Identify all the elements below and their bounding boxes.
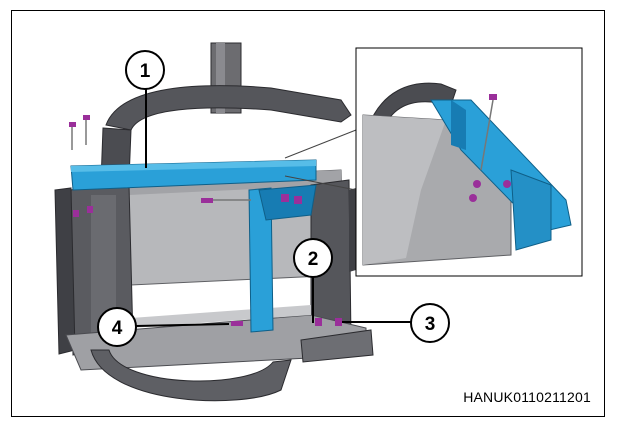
callout-3: 3: [342, 303, 450, 343]
inset-bracket-edge: [451, 100, 466, 150]
crossbar-top-face: [71, 160, 316, 172]
detail-inset: [355, 47, 583, 277]
bolts: [69, 115, 342, 326]
front-support-highlighted: [248, 187, 274, 333]
bolt-icon: [281, 194, 289, 202]
rear-arch: [105, 85, 352, 131]
illustration-code: HANUK0110211201: [463, 389, 591, 405]
outer-border: [11, 10, 605, 417]
bolt-icon: [335, 318, 342, 326]
bolt-icon: [69, 122, 76, 150]
zoom-line-top: [284, 129, 357, 159]
callout-label: 1: [140, 61, 151, 82]
zoom-line-bottom: [284, 175, 357, 191]
left-side-flange: [54, 187, 76, 355]
diagram-frame: 1 2 3 4 HANUK0110211201: [11, 10, 605, 417]
callout-4: 4: [97, 307, 230, 347]
inset-bracket-lower: [510, 169, 552, 251]
callout-circle: [125, 50, 165, 90]
leader-line: [135, 323, 230, 327]
bottom-bracket: [300, 329, 374, 363]
bolt-icon: [473, 180, 481, 188]
bolt-icon: [294, 196, 302, 204]
bottom-ring: [90, 349, 292, 402]
callout-2: 2: [293, 238, 333, 323]
callout-label: 3: [425, 314, 436, 335]
bolt-icon: [480, 94, 497, 171]
callout-1: 1: [125, 50, 165, 168]
post-shine: [216, 43, 225, 113]
callout-label: 4: [112, 318, 123, 339]
bolt-icon: [231, 321, 243, 326]
bolt-icon: [503, 180, 511, 188]
assembly-illustration: 1 2 3 4: [11, 10, 605, 417]
callout-label: 2: [308, 249, 319, 270]
callout-circle: [410, 303, 450, 343]
support-bracket-highlighted: [258, 184, 317, 221]
right-side-edge: [349, 188, 356, 272]
bolt-icon: [201, 198, 251, 203]
bolt-icon: [87, 206, 93, 213]
callout-circle: [293, 238, 333, 278]
callout-circle: [97, 307, 137, 347]
bolt-icon: [469, 194, 477, 202]
bolt-icon: [315, 318, 322, 326]
main-assembly: [54, 42, 374, 402]
bolt-icon: [73, 210, 79, 217]
bolt-icon: [83, 115, 90, 145]
inset-plate-face: [363, 115, 446, 265]
